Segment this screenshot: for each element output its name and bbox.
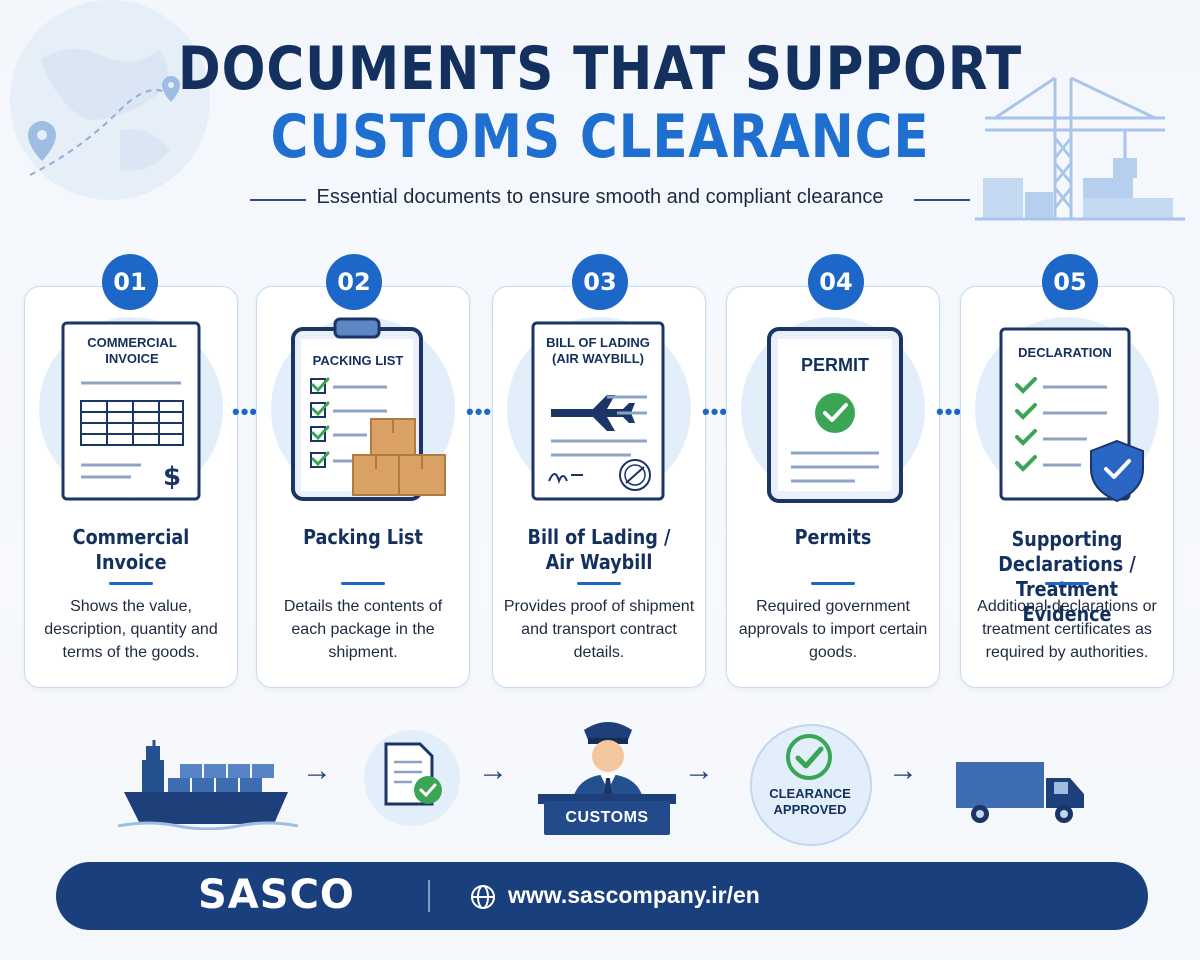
step-badge-03: 03 bbox=[572, 254, 628, 310]
customs-officer-icon bbox=[572, 722, 644, 806]
document-card-packing-list: PACKING LIST Packing List Details the co… bbox=[256, 286, 470, 688]
card-title: Bill of Lading / Air Waybill bbox=[527, 525, 671, 574]
card-title: Permits bbox=[794, 525, 872, 549]
connector-dots: ••• bbox=[936, 399, 963, 424]
page-title-line1: DOCUMENTS THAT SUPPORT bbox=[177, 34, 1023, 104]
page-subtitle: Essential documents to ensure smooth and… bbox=[316, 186, 884, 208]
card-title: Packing List bbox=[303, 525, 423, 549]
subtitle-rule-left bbox=[250, 199, 306, 201]
card-divider bbox=[1045, 582, 1089, 585]
flow-arrow: → bbox=[684, 754, 714, 787]
card-description: Shows the value, description, quantity a… bbox=[44, 598, 218, 661]
website-link[interactable]: www.sascompany.ir/en bbox=[508, 882, 760, 908]
flow-arrow: → bbox=[302, 754, 332, 787]
document-card-bill-of-lading: BILL OF LADING (AIR WAYBILL) Bill of Lad… bbox=[492, 286, 706, 688]
card-description: Provides proof of shipment and transport… bbox=[503, 598, 695, 661]
cargo-ship-icon bbox=[118, 740, 298, 830]
document-card-declarations: DECLARATION Supporting Declarations / Tr… bbox=[960, 286, 1174, 688]
doc-label: COMMERCIAL INVOICE bbox=[87, 335, 177, 366]
clearance-approved-icon bbox=[750, 724, 872, 846]
customs-counter-top bbox=[538, 794, 676, 804]
company-logo: SASCO bbox=[198, 872, 355, 918]
card-divider bbox=[341, 582, 385, 585]
flow-arrow: → bbox=[888, 754, 918, 787]
doc-label: DECLARATION bbox=[1018, 345, 1112, 360]
card-title: Supporting Declarations / Treatment Evid… bbox=[998, 527, 1136, 626]
globe-icon bbox=[471, 885, 495, 909]
connector-dots: ••• bbox=[232, 399, 259, 424]
document-card-permits: PERMIT Permits Required government appro… bbox=[726, 286, 940, 688]
subtitle-rule-right bbox=[914, 199, 970, 201]
card-divider bbox=[577, 582, 621, 585]
step-badge-04: 04 bbox=[808, 254, 864, 310]
approved-check-icon bbox=[786, 734, 832, 780]
svg-text:$: $ bbox=[163, 462, 181, 492]
card-divider bbox=[109, 582, 153, 585]
footer-divider bbox=[428, 880, 430, 912]
document-check-icon bbox=[384, 742, 442, 806]
connector-dots: ••• bbox=[466, 399, 493, 424]
card-divider bbox=[811, 582, 855, 585]
step-badge-02: 02 bbox=[326, 254, 382, 310]
airplane-document-icon bbox=[531, 321, 665, 501]
globe-decoration-icon bbox=[10, 0, 210, 200]
clearance-label: CLEARANCE APPROVED bbox=[769, 786, 851, 817]
declaration-shield-icon bbox=[999, 327, 1144, 503]
connector-dots: ••• bbox=[702, 399, 729, 424]
card-description: Required government approvals to import … bbox=[738, 598, 928, 661]
card-description: Additional declarations or treatment cer… bbox=[977, 598, 1157, 661]
permit-check-icon bbox=[767, 327, 903, 503]
card-description: Details the contents of each package in … bbox=[283, 598, 443, 661]
step-badge-05: 05 bbox=[1042, 254, 1098, 310]
page-title-line2: CUSTOMS CLEARANCE bbox=[270, 102, 930, 172]
doc-label: BILL OF LADING (AIR WAYBILL) bbox=[546, 335, 650, 366]
footer-bar: SASCO www.sascompany.ir/en bbox=[56, 862, 1148, 930]
card-title: Commercial Invoice bbox=[72, 525, 190, 574]
flow-arrow: → bbox=[478, 754, 508, 787]
doc-label: PACKING LIST bbox=[312, 353, 404, 368]
document-card-commercial-invoice: $ COMMERCIAL INVOICE Commercial Invoice … bbox=[24, 286, 238, 688]
customs-label: CUSTOMS bbox=[544, 801, 670, 835]
invoice-icon: $ bbox=[61, 321, 201, 501]
doc-label: PERMIT bbox=[800, 355, 869, 375]
port-crane-decoration-icon bbox=[975, 76, 1185, 221]
step-badge-01: 01 bbox=[102, 254, 158, 310]
delivery-truck-icon bbox=[956, 762, 1084, 823]
clipboard-boxes-icon bbox=[291, 317, 446, 501]
